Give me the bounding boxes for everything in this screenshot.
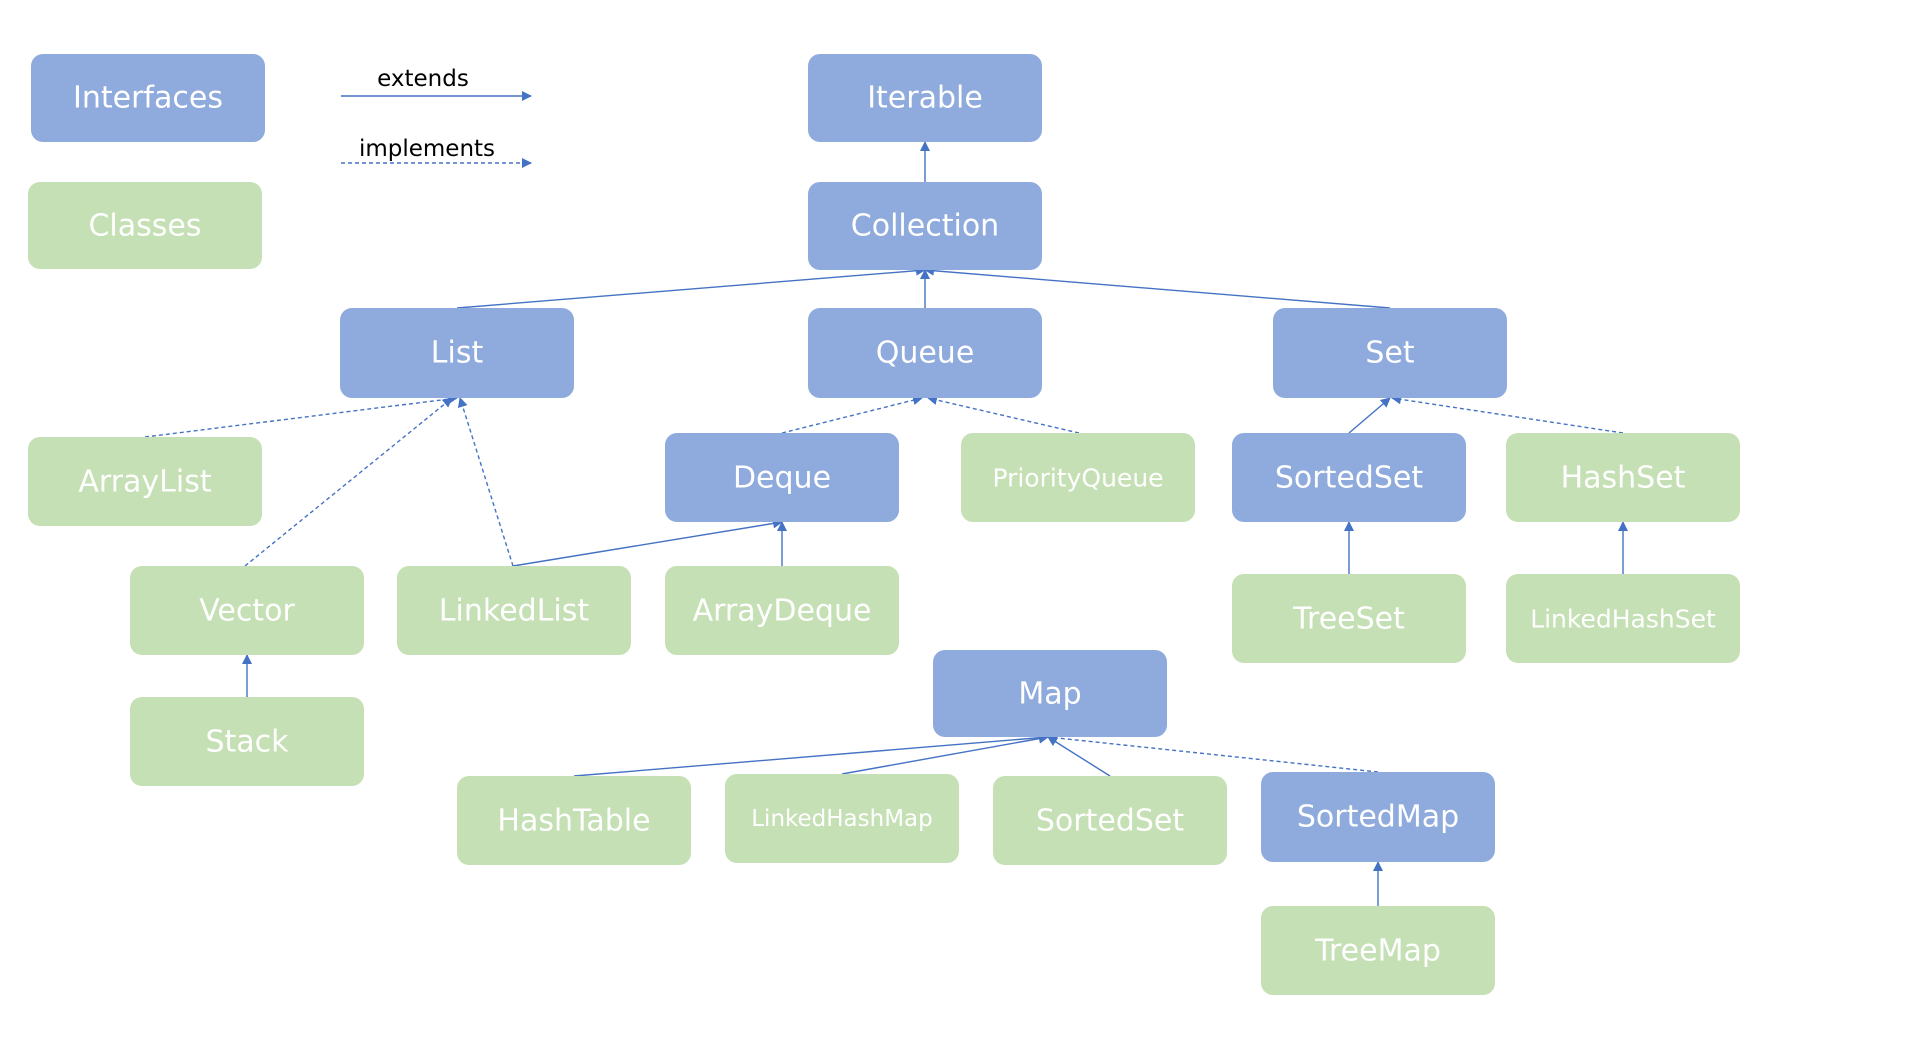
node-iterable: Iterable xyxy=(808,54,1042,142)
node-linkedhashset-box xyxy=(1506,574,1740,663)
node-linkedlist-box xyxy=(397,566,631,655)
node-linkedhashset-label: LinkedHashSet xyxy=(1530,605,1716,634)
node-deque: Deque xyxy=(665,433,899,522)
node-priorityqueue-label: PriorityQueue xyxy=(992,464,1163,493)
node-priorityqueue-box xyxy=(961,433,1195,522)
edge-priorityqueue-queue xyxy=(927,395,1080,434)
legend-interfaces: Interfaces xyxy=(31,54,265,142)
edge-linkedhashmap-map xyxy=(841,733,1049,775)
edge-sortedset-set xyxy=(1348,397,1391,434)
node-list-box xyxy=(340,308,574,398)
edge-hashtable-map xyxy=(573,732,1049,777)
node-hashset-box xyxy=(1506,433,1740,522)
node-hashtable-label: HashTable xyxy=(497,804,650,839)
node-arraylist-box xyxy=(28,437,262,526)
node-sortedset-box xyxy=(1232,433,1466,522)
edges xyxy=(144,141,1628,906)
node-hashtable: HashTable xyxy=(457,776,691,865)
node-vector-label: Vector xyxy=(199,594,295,629)
edge-deque-queue xyxy=(781,395,923,434)
edge-map-sortedset-map xyxy=(1047,736,1111,777)
node-map-box xyxy=(933,650,1167,737)
node-hashtable-box xyxy=(457,776,691,865)
edge-set-collection xyxy=(924,265,1391,309)
node-queue-label: Queue xyxy=(876,336,975,371)
node-arraylist: ArrayList xyxy=(28,437,262,526)
node-treeset-box xyxy=(1232,574,1466,663)
node-set-box xyxy=(1273,308,1507,398)
node-iterable-label: Iterable xyxy=(867,81,983,116)
edge-linkedlist-deque xyxy=(512,518,783,567)
node-map-sortedset-label: SortedSet xyxy=(1036,804,1184,839)
legend-implements: implements xyxy=(341,136,532,168)
node-sortedmap: SortedMap xyxy=(1261,772,1495,862)
node-list-label: List xyxy=(431,336,484,371)
node-vector: Vector xyxy=(130,566,364,655)
node-vector-box xyxy=(130,566,364,655)
edge-hashset-set xyxy=(1391,394,1624,434)
node-map-label: Map xyxy=(1018,677,1081,712)
node-sortedmap-box xyxy=(1261,772,1495,862)
node-list: List xyxy=(340,308,574,398)
node-sortedset-label: SortedSet xyxy=(1275,461,1423,496)
node-stack: Stack xyxy=(130,697,364,786)
node-collection-label: Collection xyxy=(851,209,999,244)
node-treemap-label: TreeMap xyxy=(1314,934,1441,969)
node-deque-label: Deque xyxy=(733,461,831,496)
node-deque-box xyxy=(665,433,899,522)
legend-interfaces-label: Interfaces xyxy=(73,81,223,116)
node-linkedlist: LinkedList xyxy=(397,566,631,655)
node-map-sortedset-box xyxy=(993,776,1227,865)
node-map-sortedset: SortedSet xyxy=(993,776,1227,865)
node-map: Map xyxy=(933,650,1167,737)
node-hashset: HashSet xyxy=(1506,433,1740,522)
node-set: Set xyxy=(1273,308,1507,398)
node-priorityqueue: PriorityQueue xyxy=(961,433,1195,522)
node-sortedset: SortedSet xyxy=(1232,433,1466,522)
legend-extends-label: extends xyxy=(377,66,469,92)
edge-vector-list xyxy=(244,397,453,567)
node-sortedmap-label: SortedMap xyxy=(1297,800,1459,835)
edge-sortedmap-map xyxy=(1047,732,1379,773)
node-linkedhashmap-label: LinkedHashMap xyxy=(751,806,933,832)
node-treemap-box xyxy=(1261,906,1495,995)
edge-list-collection xyxy=(456,265,926,309)
legend-interfaces-box xyxy=(31,54,265,142)
node-collection: Collection xyxy=(808,182,1042,270)
legend-extends: extends xyxy=(341,66,532,101)
legend-implements-label: implements xyxy=(359,136,495,162)
legend: Interfaces Classes extends implements xyxy=(28,54,532,269)
node-linkedhashmap: LinkedHashMap xyxy=(725,774,959,863)
edge-arraylist-list xyxy=(144,394,458,438)
node-arraydeque: ArrayDeque xyxy=(665,566,899,655)
node-arraydeque-box xyxy=(665,566,899,655)
nodes: Iterable Collection List Queue Set Array… xyxy=(28,54,1740,995)
node-collection-box xyxy=(808,182,1042,270)
node-linkedhashmap-box xyxy=(725,774,959,863)
node-stack-label: Stack xyxy=(205,725,289,760)
node-linkedhashset: LinkedHashSet xyxy=(1506,574,1740,663)
node-queue-box xyxy=(808,308,1042,398)
node-treeset-label: TreeSet xyxy=(1292,602,1405,637)
legend-classes-box xyxy=(28,182,262,269)
node-set-label: Set xyxy=(1365,336,1415,371)
node-arraylist-label: ArrayList xyxy=(78,465,211,500)
node-queue: Queue xyxy=(808,308,1042,398)
node-stack-box xyxy=(130,697,364,786)
legend-classes-label: Classes xyxy=(88,209,201,244)
node-arraydeque-label: ArrayDeque xyxy=(693,594,872,629)
node-treemap: TreeMap xyxy=(1261,906,1495,995)
node-treeset: TreeSet xyxy=(1232,574,1466,663)
node-iterable-box xyxy=(808,54,1042,142)
node-linkedlist-label: LinkedList xyxy=(439,594,590,629)
edge-linkedlist-list xyxy=(457,397,514,567)
legend-classes: Classes xyxy=(28,182,262,269)
node-hashset-label: HashSet xyxy=(1561,461,1686,496)
